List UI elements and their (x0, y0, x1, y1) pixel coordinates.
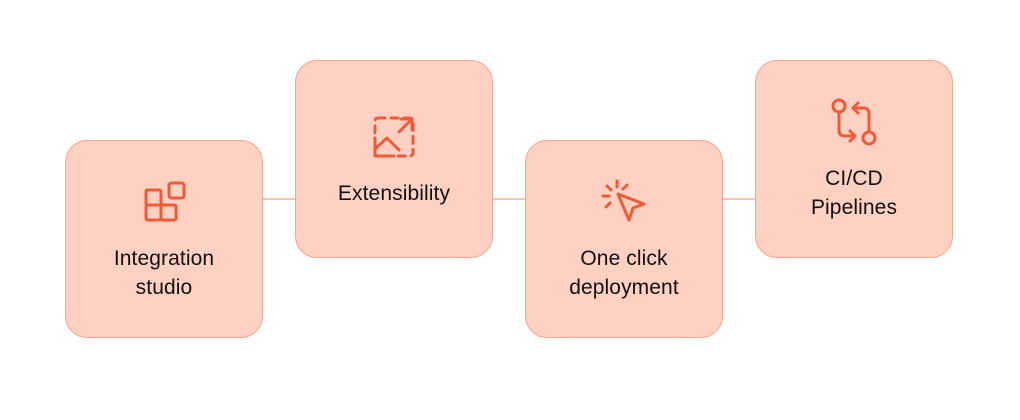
step-label-line: Integration (113, 247, 215, 270)
click-cursor-icon (598, 176, 650, 228)
step-card-one-click-deployment: One click deployment (525, 140, 723, 338)
step-label-line: CI/CD (825, 167, 883, 190)
step-card-integration-studio: Integration studio (65, 140, 263, 338)
step-label-line: One click (580, 247, 668, 270)
connector-1-2 (263, 198, 296, 200)
blocks-icon (138, 176, 190, 228)
git-compare-icon (828, 96, 880, 148)
step-label: Integration studio (114, 244, 214, 302)
connector-3-4 (723, 198, 756, 200)
step-card-extensibility: Extensibility (295, 60, 493, 258)
step-label: CI/CD Pipelines (811, 164, 897, 222)
connector-2-3 (493, 198, 526, 200)
step-label-line: studio (135, 276, 193, 299)
image-expand-icon (368, 111, 420, 163)
step-label-line: Extensibility (337, 181, 451, 205)
step-label-line: deployment (569, 276, 679, 299)
step-card-ci-cd-pipelines: CI/CD Pipelines (755, 60, 953, 258)
step-label-line: Pipelines (810, 196, 898, 219)
step-label: Extensibility (338, 179, 450, 208)
step-label: One click deployment (569, 244, 679, 302)
